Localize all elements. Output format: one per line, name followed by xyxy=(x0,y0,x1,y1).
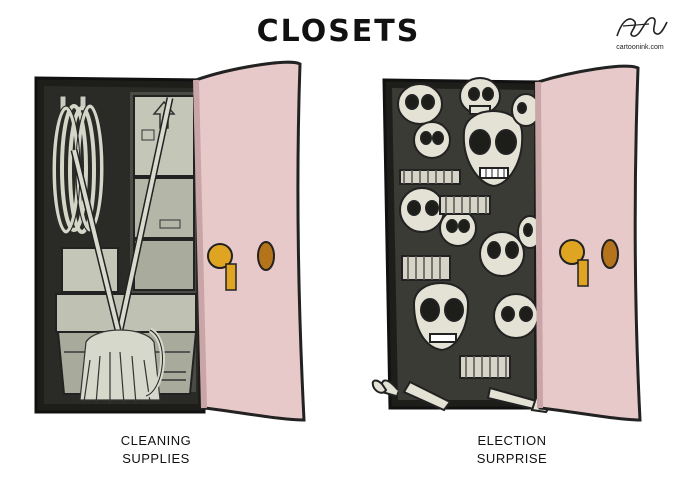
panel-election-closet: ELECTION SURPRISE xyxy=(340,0,677,488)
skull-icon xyxy=(413,121,451,159)
skull-icon xyxy=(459,77,501,115)
door-knob-back-icon xyxy=(257,241,275,271)
skull-icon xyxy=(412,282,470,352)
closet-door xyxy=(536,64,642,422)
door-latch-icon xyxy=(225,263,237,291)
skeleton-hand-icon xyxy=(371,379,388,394)
box-label-icon xyxy=(141,129,155,141)
closet-door xyxy=(194,60,306,422)
caption-cleaning-supplies: CLEANING SUPPLIES xyxy=(96,432,216,468)
caption-line: SURPRISE xyxy=(476,451,548,466)
caption-line: SUPPLIES xyxy=(122,451,190,466)
caption-line: CLEANING xyxy=(120,433,192,448)
caption-line: ELECTION xyxy=(477,433,547,448)
artist-credit: cartoonink.com xyxy=(616,44,664,51)
storage-container-icon xyxy=(61,247,119,293)
cartoon-title: CLOSETS xyxy=(256,14,421,49)
door-latch-icon xyxy=(577,259,589,287)
skull-icon xyxy=(397,83,443,125)
skull-icon xyxy=(462,110,524,188)
signature-scribble-icon xyxy=(616,17,668,37)
caption-election-surprise: ELECTION SURPRISE xyxy=(452,432,572,468)
door-knob-icon xyxy=(559,239,585,265)
panel-cleaning-closet: CLEANING SUPPLIES xyxy=(34,60,306,468)
mop-head-icon xyxy=(79,329,161,405)
skull-icon xyxy=(399,187,445,233)
skull-icon xyxy=(439,209,477,247)
election-closet-illustration xyxy=(371,64,642,422)
skeleton-pile xyxy=(371,77,551,414)
cleaning-closet-illustration xyxy=(34,60,306,422)
skull-icon xyxy=(479,231,525,277)
door-knob-back-icon xyxy=(601,239,619,269)
skull-icon xyxy=(493,293,539,339)
cardboard-box-icon xyxy=(133,239,195,291)
artist-signature: cartoonink.com xyxy=(609,8,671,64)
box-label-icon xyxy=(159,219,181,229)
door-knob-icon xyxy=(207,243,233,269)
